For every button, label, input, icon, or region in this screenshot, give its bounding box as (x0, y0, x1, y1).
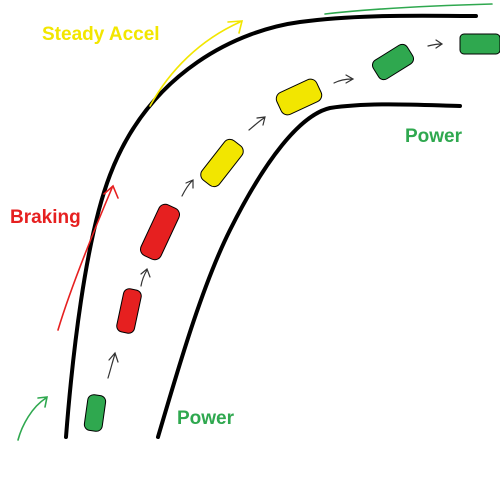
power-entry-arrow (17, 396, 48, 441)
direction-arrow (140, 267, 151, 287)
car (200, 138, 244, 188)
car (116, 288, 142, 334)
cars-group (83, 33, 500, 432)
direction-arrow (248, 116, 266, 131)
direction-arrow (181, 179, 194, 197)
direction-arrow (427, 39, 444, 49)
car (139, 203, 181, 261)
road-inner-edge (156, 102, 462, 439)
steady-accel-arrow (149, 20, 244, 107)
braking-arrow (57, 184, 119, 331)
power-entry-label: Power (177, 408, 235, 429)
braking-label: Braking (10, 207, 81, 228)
car (275, 78, 323, 116)
road-outer-edge (64, 13, 478, 439)
car (83, 394, 107, 432)
steady-accel-label: Steady Accel (42, 24, 160, 45)
direction-arrow (333, 74, 355, 84)
power-exit-label: Power (405, 126, 463, 147)
car (459, 33, 500, 55)
direction-arrow (107, 351, 119, 379)
car (371, 43, 415, 81)
direction-arrows (107, 39, 444, 379)
power-exit-line (324, 3, 493, 15)
